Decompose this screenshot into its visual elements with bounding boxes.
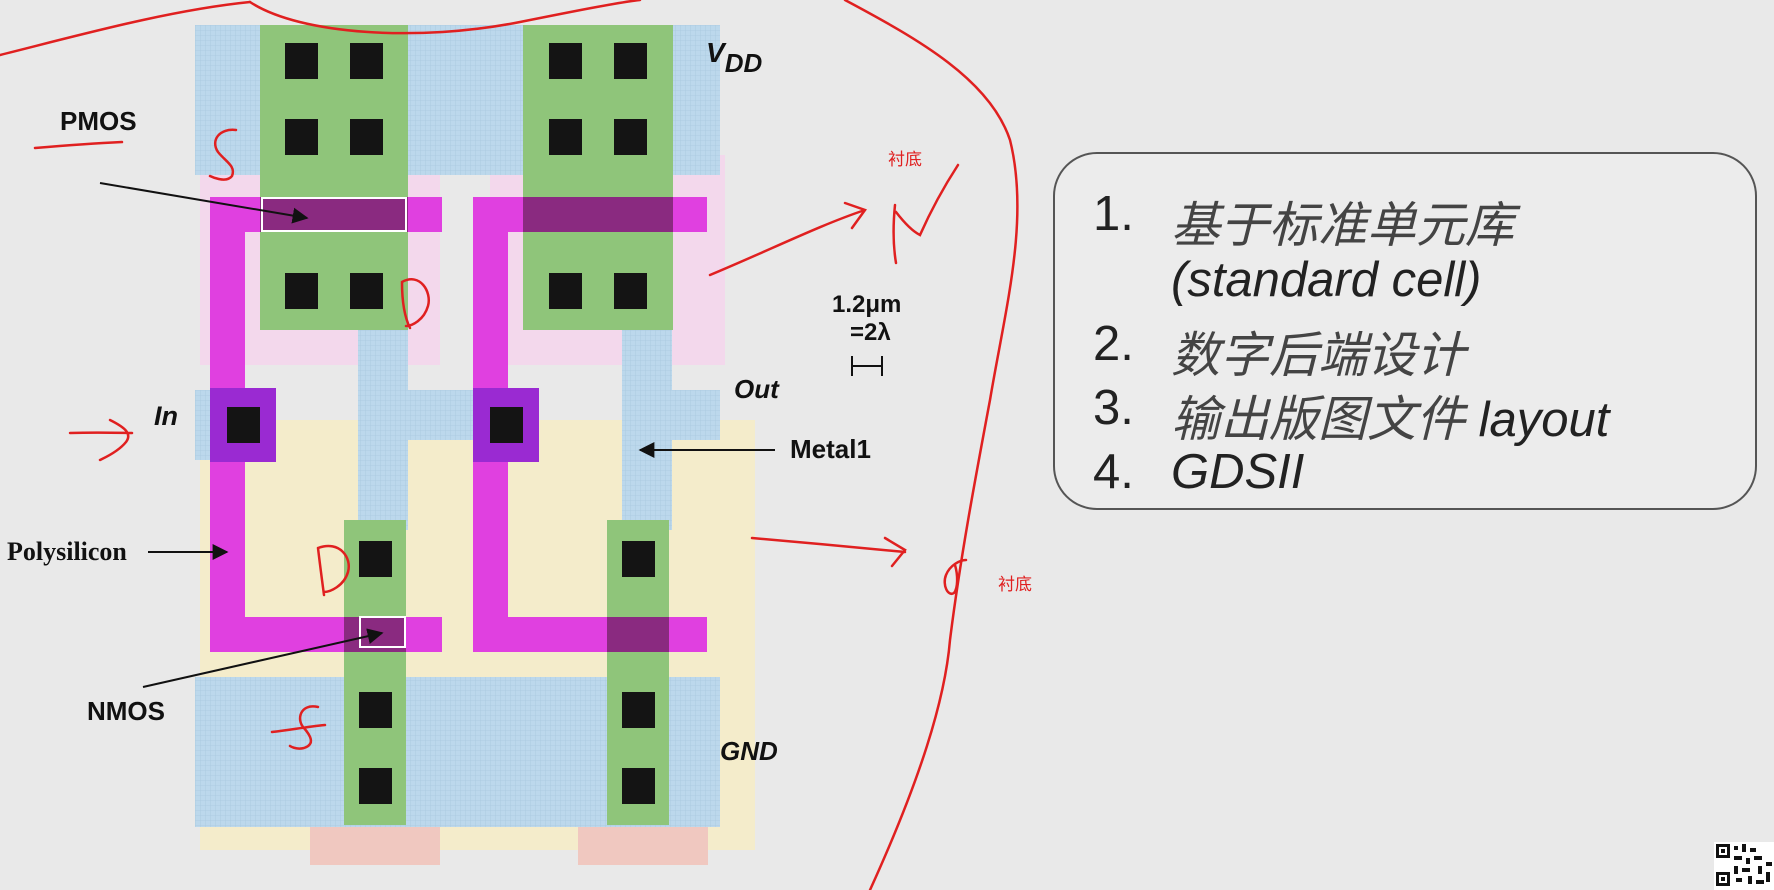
pmos-active-left (260, 25, 408, 330)
nmos-gate-highlight (359, 616, 406, 648)
pmos-gate-highlight (261, 197, 407, 232)
list-item-number: 3. (1093, 381, 1134, 435)
polysilicon-right (473, 197, 707, 652)
substrate-note-top: 衬底 (888, 150, 922, 170)
out-label: Out (734, 374, 780, 404)
polysilicon-left (210, 197, 442, 652)
pmos-active-right (523, 25, 673, 330)
pmos-label: PMOS (60, 106, 137, 136)
list-item-text-en: layout (1465, 393, 1610, 447)
scale-label-line1: 1.2μm (832, 291, 901, 318)
list-item-text-cn: 基于标准单元库 (1171, 199, 1515, 253)
list-item-number: 2. (1093, 317, 1134, 371)
list-item-text-cn: 输出版图文件 (1171, 393, 1466, 447)
scale-label-line2: =2λ (850, 319, 891, 346)
metal1-label: Metal1 (790, 434, 871, 464)
list-item-number: 1. (1093, 187, 1134, 241)
n-select-right (578, 825, 708, 865)
n-select-left (310, 825, 440, 865)
metal1-out (622, 390, 720, 440)
nmos-gate-overlap-right (607, 617, 669, 652)
list-item-text-cn: 数字后端设计 (1171, 329, 1466, 383)
list-item-text-en: (standard cell) (1171, 253, 1482, 307)
pmos-arrow (99, 182, 309, 224)
in-label: In (154, 401, 178, 431)
gnd-label: GND (720, 736, 778, 766)
nmos-label: NMOS (87, 696, 165, 726)
contact-cuts (227, 43, 655, 804)
pmos-gate-overlap-right (523, 197, 673, 232)
qr-code-icon[interactable] (1714, 842, 1774, 890)
substrate-note-bottom: 衬底 (998, 575, 1032, 595)
design-flow-list: 1. 基于标准单元库 (standard cell) 2. 数字后端设计 3. … (1053, 152, 1757, 510)
scale-bar (851, 356, 883, 376)
vdd-label: VDD (706, 37, 762, 78)
list-item-text-en: GDSII (1171, 445, 1305, 499)
polysilicon-label: Polysilicon (7, 537, 127, 566)
nmos-arrow (142, 628, 384, 688)
list-item-number: 4. (1093, 445, 1134, 499)
handwritten-annotations (0, 0, 1019, 890)
